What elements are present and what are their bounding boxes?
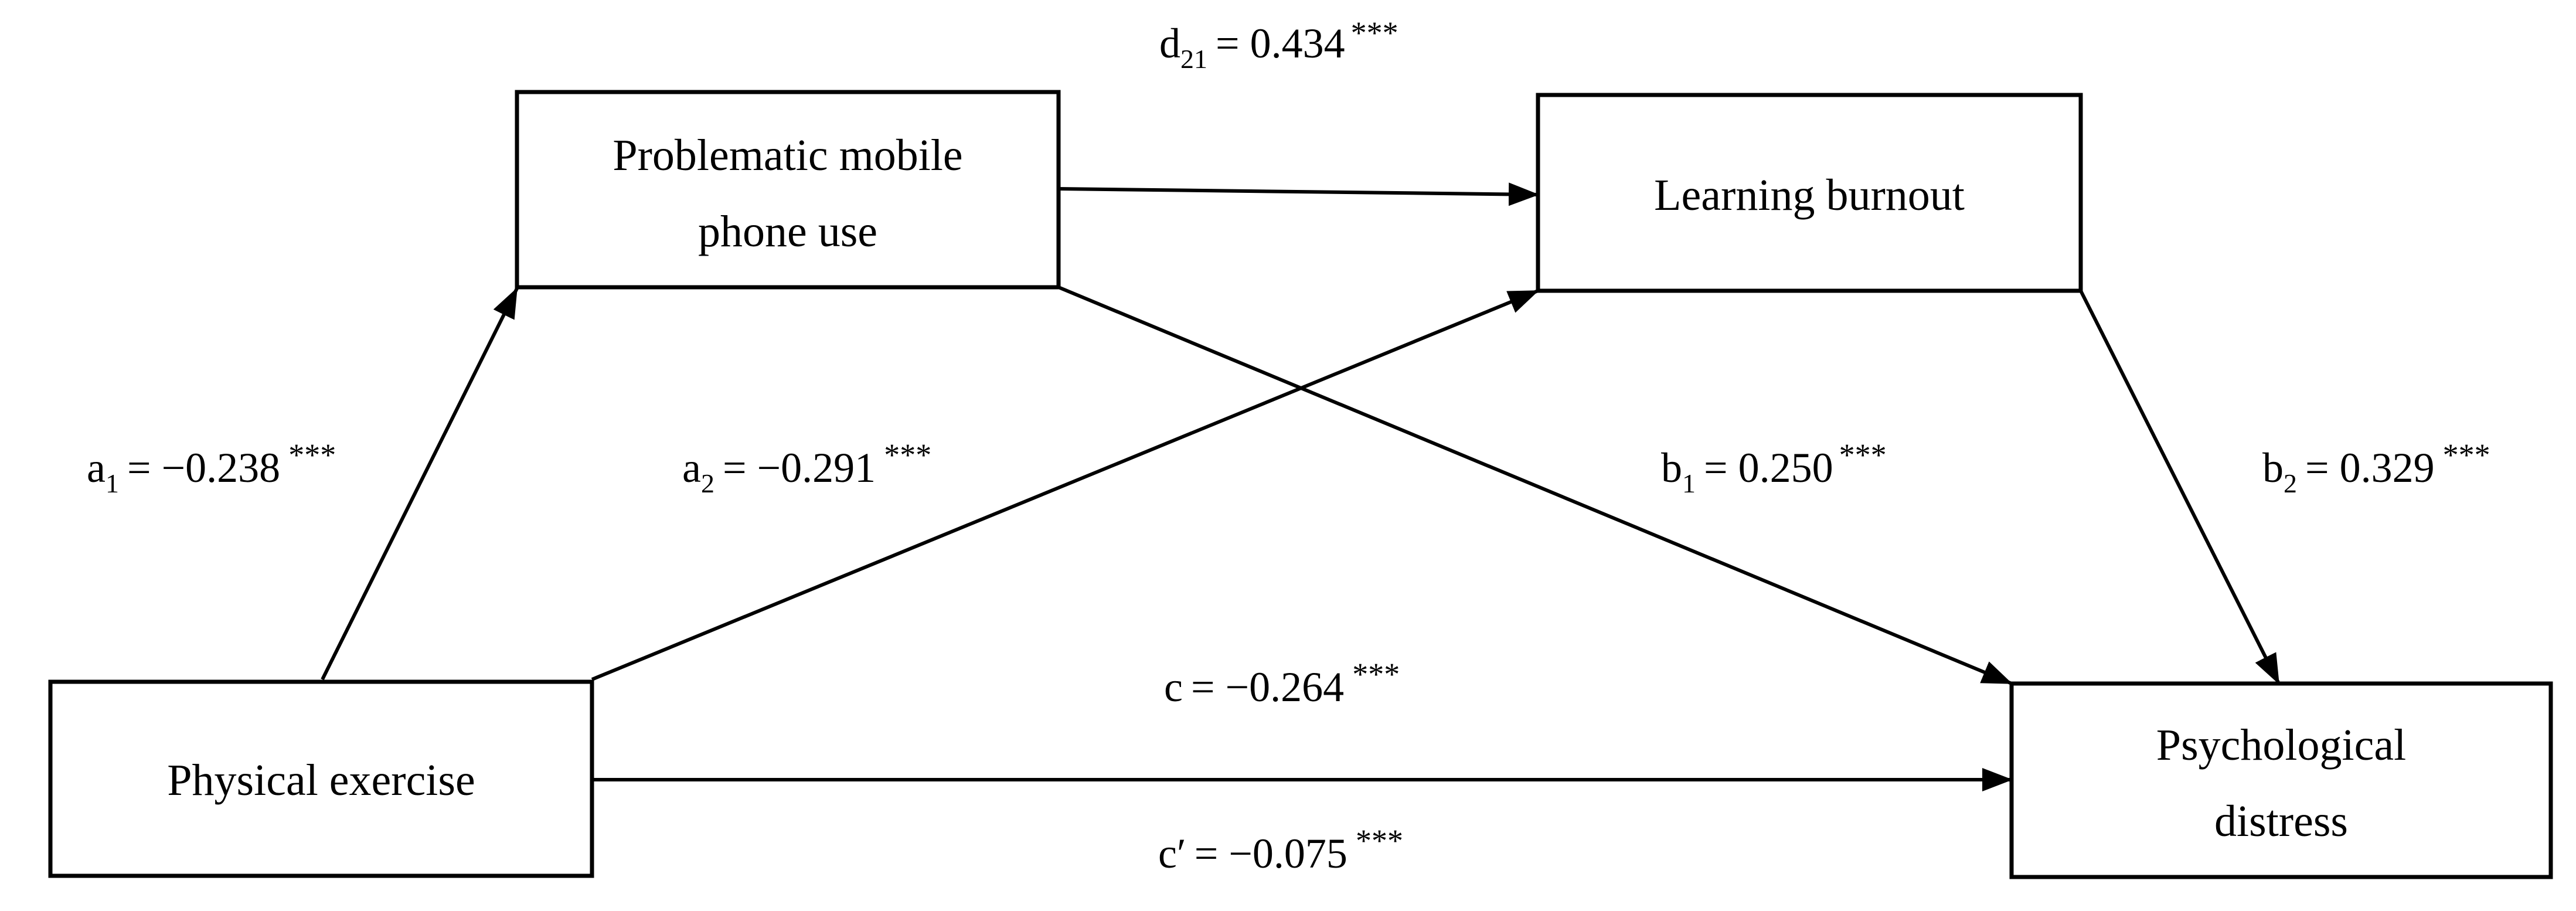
label-a1-subscript: 1 — [106, 468, 119, 498]
label-d21-value: = 0.434 — [1216, 20, 1345, 67]
label-c-prime: c′= −0.075 *** — [1158, 823, 1403, 877]
label-a2-significance: *** — [884, 437, 931, 473]
label-b2-subscript: 2 — [2284, 468, 2297, 498]
label-b1: b1 = 0.250*** — [1661, 437, 1887, 498]
label-a2: a2 = −0.291*** — [682, 437, 931, 498]
node-box — [2009, 681, 2553, 879]
label-a2-symbol: a — [682, 444, 701, 491]
node-label-line-1: Learning burnout — [1654, 171, 1965, 220]
edge-a1 — [321, 287, 519, 681]
label-d21: d21 = 0.434*** — [1159, 15, 1398, 74]
node-psychological-distress: Psychological distress — [2009, 681, 2553, 879]
label-d21-symbol: d — [1159, 20, 1180, 67]
edges — [321, 182, 2281, 791]
label-a1-significance: *** — [288, 437, 336, 473]
node-learning-burnout: Learning burnout — [1536, 93, 2083, 293]
node-box — [515, 90, 1061, 290]
label-c: c= −0.264*** — [1164, 657, 1400, 711]
label-b1-symbol: b — [1661, 444, 1682, 491]
node-label-line-1: Psychological — [2156, 720, 2406, 770]
label-c-symbol: c — [1164, 664, 1183, 711]
node-label-line-2: distress — [2214, 797, 2348, 846]
label-a1-value: = −0.238 — [127, 444, 280, 491]
edge-a2 — [591, 289, 1539, 681]
node-label-line-1: Physical exercise — [167, 756, 475, 805]
label-c-prime-significance: *** — [1356, 823, 1403, 858]
label-c-value: = −0.264 — [1191, 664, 1344, 711]
node-label-line-1: Problematic mobile — [612, 131, 962, 180]
label-b2: b2 = 0.329*** — [2262, 437, 2490, 498]
node-problematic-mobile-phone-use: Problematic mobile phone use — [515, 90, 1061, 290]
label-d21-subscript: 21 — [1180, 44, 1207, 74]
node-physical-exercise: Physical exercise — [48, 679, 594, 878]
label-a2-value: = −0.291 — [723, 444, 876, 491]
label-b1-significance: *** — [1839, 437, 1887, 473]
label-c-significance: *** — [1352, 657, 1400, 692]
coefficient-labels: d21= 0.434*** a1= −0.238*** a2= −0.291**… — [87, 15, 2490, 877]
edge-b1 — [1057, 285, 2013, 685]
label-c-prime-symbol: c′ — [1158, 830, 1186, 877]
label-b2-significance: *** — [2443, 437, 2490, 473]
label-b2-value: = 0.329 — [2305, 444, 2435, 491]
label-a1-symbol: a — [87, 444, 106, 491]
label-a1: a1 = −0.238*** — [87, 437, 336, 498]
node-box — [1536, 93, 2083, 293]
label-b1-subscript: 1 — [1682, 468, 1696, 498]
label-b1-value: = 0.250 — [1704, 444, 1833, 491]
edge-d21 — [1058, 182, 1539, 206]
label-d21-significance: *** — [1351, 15, 1398, 50]
label-b2-symbol: b — [2262, 444, 2284, 491]
node-box — [48, 679, 594, 878]
label-a2-subscript: 2 — [701, 468, 714, 498]
node-label-line-2: phone use — [698, 207, 877, 256]
label-c-prime-value: = −0.075 — [1195, 830, 1347, 877]
edge-b2 — [2079, 290, 2281, 685]
